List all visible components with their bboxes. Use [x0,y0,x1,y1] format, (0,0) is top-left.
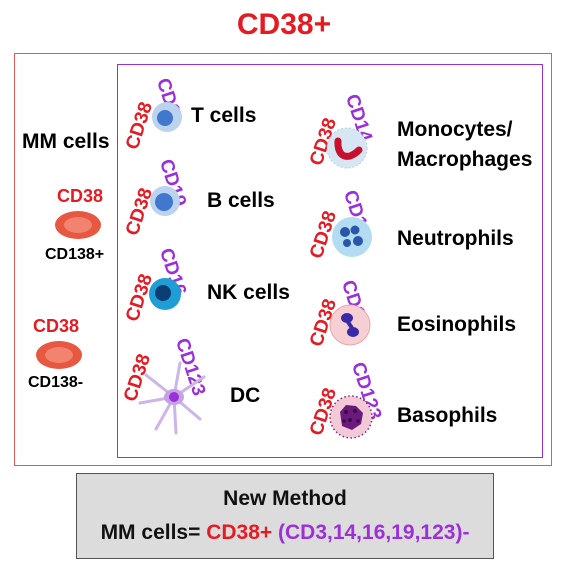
mm-cd138pos-cell-icon [55,211,101,239]
mm-cd138neg-marker: CD38 [33,316,80,336]
diagram-title: CD38+ [236,8,332,41]
mm-cd138pos-marker: CD38 [57,186,104,206]
eosinophils-label: Eosinophils [397,313,517,336]
mm-cd138neg-label: CD138- [28,374,84,391]
cd38-positive-frame [14,53,552,466]
basophils-label: Basophils [397,404,498,427]
eosinophil-icon [329,304,371,346]
new-method-title: New Method [223,487,347,510]
t-cell-icon [152,102,182,132]
dendritic-cell-icon [138,361,206,435]
mm-cd138pos-label: CD138+ [45,246,105,263]
nk-cell-icon [149,278,181,310]
nk-cells-label: NK cells [207,281,290,304]
immune-cells-frame [117,64,543,458]
new-method-box [76,473,494,559]
formula-prefix: MM cells= [100,521,207,544]
formula-positive: CD38+ [206,521,273,544]
neutrophil-icon [332,217,372,257]
dc-label: DC [230,384,261,407]
mm-cells-heading: MM cells [22,130,110,153]
b-cells-label: B cells [207,189,275,212]
monocyte-macrophage-icon [326,127,368,169]
mm-cd138neg-cell-icon [36,341,82,369]
formula-negative: (CD3,14,16,19,123)- [272,521,470,544]
b-cell-icon [150,186,180,216]
neutrophils-label: Neutrophils [397,227,514,250]
monocytes-macrophages-label: Monocytes/ Macrophages [397,118,533,171]
basophil-icon [329,395,373,439]
t-cells-label: T cells [191,104,257,127]
new-method-formula: MM cells= CD38+ (CD3,14,16,19,123)- [76,521,494,545]
